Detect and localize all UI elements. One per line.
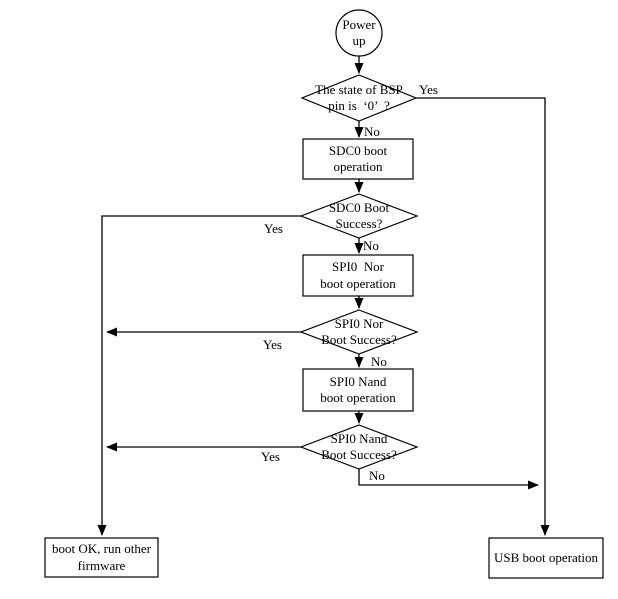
nand-no-edge-label: No — [369, 468, 385, 483]
boot-ok-terminal-shape — [44, 537, 159, 578]
nor-no-edge-label: No — [371, 354, 387, 369]
edge-bsp-yes-to-usb — [416, 97, 550, 536]
nor-yes-edge-label: Yes — [263, 337, 282, 352]
bsp-decision-label: The state of BSP pin is ‘0’ ? — [315, 81, 403, 113]
sdc0-decision-label: SDC0 Boot Success? — [328, 199, 390, 231]
sdc0-boot-process-shape — [302, 138, 414, 180]
power-up-label: Power up — [342, 16, 376, 48]
spi0-nand-decision-label: SPI0 Nand Boot Success? — [321, 430, 397, 462]
sdc0-no-edge-label: No — [363, 238, 379, 253]
bsp-decision-shape — [300, 74, 418, 122]
spi0-nor-boot-process-shape — [302, 254, 414, 297]
bsp-yes-edge-label: Yes — [419, 82, 438, 97]
spi0-nor-decision-shape — [299, 309, 419, 355]
spi0-nand-boot-process-shape — [302, 368, 414, 412]
usb-boot-terminal-shape — [488, 537, 604, 579]
bsp-no-edge-label: No — [364, 124, 380, 139]
spi0-nor-boot-label: SPI0 Nor boot operation — [320, 259, 396, 291]
nand-yes-edge-label: Yes — [261, 449, 280, 464]
spi0-nand-boot-label: SPI0 Nand boot operation — [320, 373, 396, 405]
spi0-nand-decision-shape — [299, 424, 419, 470]
sdc0-boot-label: SDC0 boot operation — [328, 142, 388, 174]
usb-boot-label: USB boot operation — [494, 549, 598, 565]
sdc0-decision-shape — [299, 193, 419, 239]
spi0-nor-decision-label: SPI0 Nor Boot Success? — [321, 315, 397, 347]
sdc0-yes-edge-label: Yes — [264, 221, 283, 236]
power-up-terminal-shape — [335, 9, 383, 57]
edge-sdc0-yes-to-bootok — [97, 215, 302, 536]
boot-ok-label: boot OK, run other firmware — [52, 541, 151, 573]
edge-nand-no-to-usb — [358, 469, 539, 490]
